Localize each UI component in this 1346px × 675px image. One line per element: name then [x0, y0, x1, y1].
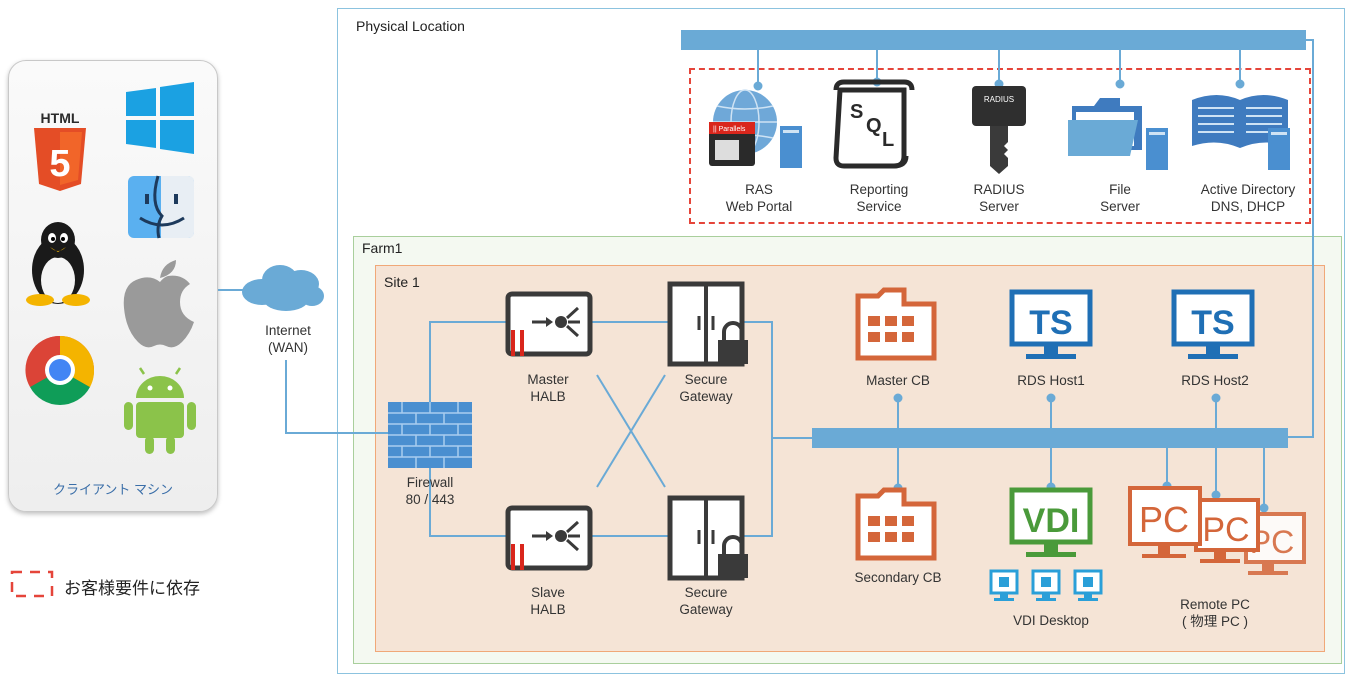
- svg-text:Q: Q: [866, 115, 882, 137]
- secure-gateway-bottom-icon: [667, 495, 748, 581]
- windows-icon: [126, 82, 194, 154]
- apple-icon: [123, 260, 194, 348]
- chrome-icon: [25, 335, 95, 405]
- firewall-label: Firewall: [406, 475, 454, 490]
- svg-text:RADIUS: RADIUS: [984, 95, 1014, 104]
- master-cb-label: Master CB: [866, 373, 930, 388]
- physical-location-region: [337, 8, 1345, 674]
- internet-label-1: Internet: [265, 323, 311, 338]
- secure-gateway-top-icon: [667, 281, 748, 367]
- svg-text:TS: TS: [1029, 304, 1072, 342]
- svg-text:PC: PC: [1202, 511, 1249, 549]
- svg-text:PC: PC: [1139, 499, 1189, 540]
- internet-label-2: (WAN): [268, 340, 308, 355]
- firewall-ports-label: 80 / 443: [405, 492, 455, 507]
- bus-drops-top: [753, 50, 1245, 91]
- slave-halb-icon: [505, 505, 593, 571]
- file-server-icon: [1068, 98, 1168, 170]
- vdi-desktop-label: VDI Desktop: [1013, 613, 1089, 628]
- farm-title: Farm1: [362, 240, 403, 256]
- file-server-label: File Server: [1100, 182, 1140, 214]
- physical-location-title: Physical Location: [356, 18, 465, 34]
- remote-pc-icon-1: PC: [1128, 486, 1202, 558]
- slave-halb-label: Slave HALB: [530, 585, 566, 617]
- bus-link: [1288, 39, 1314, 438]
- rds-host2-label: RDS Host2: [1181, 373, 1249, 388]
- secondary-cb-label: Secondary CB: [854, 570, 942, 585]
- reporting-service-icon: S Q L: [833, 79, 915, 169]
- svg-text:|| Parallels: || Parallels: [713, 126, 746, 133]
- vdi-icon: VDI: [1009, 487, 1093, 557]
- master-halb-label: Master HALB: [527, 372, 569, 404]
- linux-icon: [26, 222, 90, 306]
- rds-host1-icon: TS: [1009, 289, 1093, 359]
- svg-text:L: L: [882, 129, 894, 151]
- active-directory-label: Active Directory DNS, DHCP: [1200, 182, 1296, 214]
- active-directory-icon: [1192, 95, 1290, 170]
- svg-text:5: 5: [49, 143, 70, 185]
- radius-server-icon: RADIUS: [972, 86, 1026, 174]
- firewall-icon: [388, 402, 472, 468]
- master-halb-icon: [505, 291, 593, 357]
- legend-text: お客様要件に依存: [64, 579, 200, 598]
- secondary-cb-icon: [855, 487, 937, 561]
- reporting-service-label: Reporting Service: [849, 182, 909, 214]
- remote-pc-label: Remote PC ( 物理 PC ): [1180, 597, 1250, 629]
- svg-text:VDI: VDI: [1023, 502, 1080, 540]
- rds-host1-label: RDS Host1: [1017, 373, 1085, 388]
- bus-drops-farm: [893, 393, 1269, 513]
- physical-bus: [681, 30, 1306, 50]
- client-machine-label: クライアント マシン: [52, 482, 174, 497]
- internet-cloud-icon: [242, 265, 324, 311]
- svg-text:S: S: [850, 101, 863, 123]
- master-cb-icon: [855, 287, 937, 361]
- site-title: Site 1: [384, 274, 420, 290]
- finder-icon: [128, 175, 194, 239]
- radius-server-label: RADIUS Server: [973, 182, 1025, 214]
- secure-gateway-top-label: Secure Gateway: [679, 372, 733, 404]
- svg-text:TS: TS: [1191, 304, 1234, 342]
- ras-web-portal-label: RAS Web Portal: [725, 182, 793, 214]
- remote-pc-icon-2: PC: [1194, 498, 1260, 563]
- svg-text:HTML: HTML: [41, 110, 80, 126]
- ras-web-portal-icon: || Parallels: [709, 89, 802, 168]
- android-icon: [124, 367, 196, 454]
- farm-bus: [812, 428, 1288, 448]
- secure-gateway-bottom-label: Secure Gateway: [679, 585, 733, 617]
- legend-dashed-icon: [10, 570, 54, 598]
- rds-host2-icon: TS: [1171, 289, 1255, 359]
- html5-icon: HTML 5: [34, 110, 86, 191]
